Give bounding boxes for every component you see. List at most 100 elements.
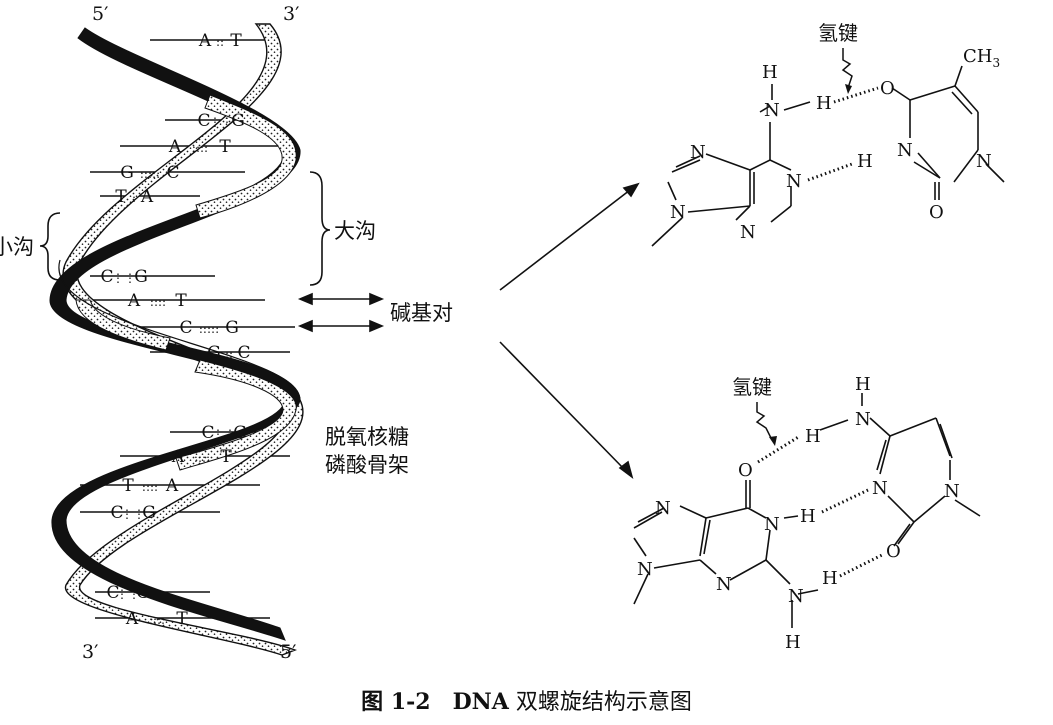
helix-outline (58, 259, 301, 401)
atom-h: H (762, 62, 778, 83)
pair-8: G::C (207, 343, 250, 363)
hbond-dots: ⋮⋮ (112, 271, 136, 285)
base-left: C (201, 423, 214, 443)
hbond-dots: :: (225, 347, 233, 361)
atom-n: N (740, 222, 756, 243)
hbond-dots: ⋮⋮ (121, 507, 145, 521)
front-strand-shading (195, 94, 297, 219)
base-right: T (219, 137, 231, 157)
atom-n: N (764, 100, 780, 121)
base-left: A (125, 609, 139, 629)
at-base-pair: H N H N N N N O N H N O CH3 (651, 21, 1005, 247)
hbond-dots: ⋮⋮ (116, 587, 140, 601)
base-left: A (171, 447, 185, 467)
atom-h: H (800, 506, 816, 527)
atom-n: N (716, 574, 732, 595)
base-left: C (179, 318, 192, 338)
atom-n: N (764, 514, 780, 535)
atom-o: O (886, 541, 901, 562)
hbond-label: 氢键 (818, 21, 858, 45)
base-right: C (166, 163, 179, 183)
atom-n: N (655, 498, 671, 519)
base-right: G (233, 423, 247, 443)
atom-n: N (690, 142, 706, 163)
methyl-group: CH3 (963, 46, 1000, 70)
caption-title: 双螺旋结构示意图 (508, 690, 692, 715)
front-strand (49, 27, 301, 641)
base-right: G (136, 583, 150, 603)
hbond-dots: ::::: (140, 167, 160, 181)
pair-10: A::::T (171, 447, 232, 467)
hydrogen-bond (757, 434, 801, 464)
base-left: A (198, 31, 212, 51)
base-left: C (110, 503, 123, 523)
base-left: T (122, 476, 134, 496)
base-right: T (175, 291, 187, 311)
pair-9: C⋮⋮G (201, 423, 246, 443)
atom-n: N (637, 559, 653, 580)
atom-o: O (738, 460, 753, 481)
front-strand-shading (175, 359, 297, 471)
front-strand-shading (75, 299, 171, 351)
base-left: T (115, 187, 127, 207)
base-left: C (197, 111, 210, 131)
base-left: G (207, 343, 221, 363)
atom-h: H (855, 374, 871, 395)
base-right: T (220, 447, 232, 467)
pair-13: C⋮⋮G (106, 583, 149, 603)
double-helix: A::T C⋮⋮G A::::T G:::::C T:A C⋮⋮G A::::T… (0, 3, 453, 663)
atom-h: H (805, 426, 821, 447)
base-pair-label: 碱基对 (390, 301, 453, 325)
thymine-bonds (891, 65, 1005, 200)
pair-11: T::::A (122, 476, 179, 496)
base-right: A (165, 476, 179, 496)
minor-groove-brace (39, 212, 61, 281)
back-strand (62, 23, 304, 656)
atom-n: N (855, 409, 871, 430)
gc-base-pair: H N H N N O O N N (633, 374, 981, 653)
atom-n: N (786, 171, 802, 192)
pair-3: G:::::C (120, 163, 179, 183)
base-left: C (106, 583, 119, 603)
atom-o: O (880, 78, 895, 99)
guanine-bonds (633, 480, 819, 628)
base-right: T (230, 31, 242, 51)
backbone-label-line2: 磷酸骨架 (325, 453, 409, 477)
base-pair-labels: A::T C⋮⋮G A::::T G:::::C T:A C⋮⋮G A::::T… (100, 31, 250, 629)
hbond-dots: ::::: (199, 322, 219, 336)
hydrogen-bond (807, 162, 853, 182)
atom-h: H (822, 568, 838, 589)
caption-dna: DNA (452, 689, 509, 715)
pointer-arrows (499, 182, 640, 480)
base-right: A (140, 187, 154, 207)
hbond-dots: :: (216, 35, 224, 49)
base-left: A (168, 137, 182, 157)
pair-4: T:A (115, 187, 154, 207)
base-right: G (134, 267, 148, 287)
hydrogen-bond (821, 488, 869, 514)
base-left: C (100, 267, 113, 287)
backbone-label-line1: 脱氧核糖 (325, 425, 409, 449)
hbond-dots: :::: (194, 451, 210, 465)
hydrogen-bond (839, 552, 885, 578)
pair-2: A::::T (168, 137, 231, 157)
base-pair-arrows (297, 292, 385, 333)
base-left: A (127, 291, 141, 311)
base-right: G (231, 111, 245, 131)
pair-14: A::::T (125, 609, 188, 629)
pair-6: A::::T (127, 291, 187, 311)
base-right: G (142, 503, 156, 523)
label-5prime-top: 5′ (92, 3, 108, 25)
atom-n: N (788, 586, 804, 607)
atom-n: N (670, 202, 686, 223)
atom-n: N (897, 140, 913, 161)
hbond-pointer (755, 402, 773, 441)
hbond-dots: ⋮⋮ (209, 115, 233, 129)
hbond-dots: :::: (142, 480, 158, 494)
pair-1: C⋮⋮G (197, 111, 244, 131)
atom-o: O (929, 202, 944, 223)
hbond-dots: :::: (150, 295, 166, 309)
adenine-bonds (651, 84, 811, 247)
